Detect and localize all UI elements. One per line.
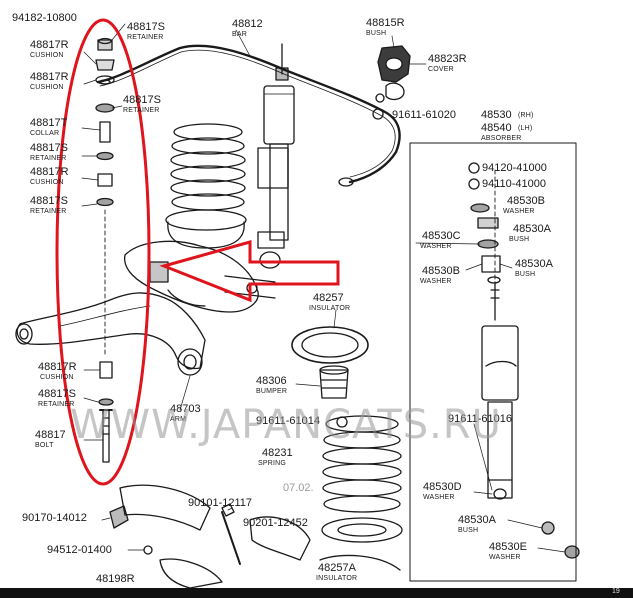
- insulator-ring: [291, 326, 369, 364]
- shock-absorber-center: [257, 43, 295, 269]
- bar-bush-bracket: [375, 45, 411, 103]
- label-90170-14012: 90170-14012: [22, 512, 87, 524]
- highlight-arrow: [159, 240, 340, 303]
- sub-48530a-1: BUSH: [509, 236, 530, 243]
- label-48530e: 48530E: [489, 541, 527, 553]
- sub-48257a: INSULATOR: [316, 575, 358, 582]
- coil-spring-upper: [165, 123, 247, 249]
- bar-end-eye: [338, 177, 354, 187]
- highlight-ellipse: [55, 18, 151, 486]
- sub-48817s-4: RETAINER: [30, 208, 67, 215]
- label-48817s-top: 48817S: [127, 21, 165, 33]
- sub-48231: SPRING: [258, 460, 287, 467]
- label-91611-61014: 91611-61014: [256, 415, 321, 427]
- label-48530d: 48530D: [423, 481, 462, 493]
- absorber-box: [409, 142, 577, 582]
- sub-rh: (RH): [518, 112, 534, 119]
- lower-arm: [15, 292, 206, 376]
- label-94110-41000: 94110-41000: [482, 178, 547, 190]
- label-48817r-2: 48817R: [30, 71, 69, 83]
- sub-48703: ARM: [170, 416, 187, 423]
- label-94512-01400: 94512-01400: [47, 544, 112, 556]
- label-48817s-5: 48817S: [38, 388, 76, 400]
- sub-48817: BOLT: [35, 442, 54, 449]
- label-94182-10800: 94182-10800: [12, 12, 77, 24]
- sub-48823r: COVER: [428, 66, 454, 73]
- label-48817s-4: 48817S: [30, 195, 68, 207]
- sub-48817s-3: RETAINER: [30, 155, 67, 162]
- sub-48530a-3: BUSH: [458, 527, 479, 534]
- sub-48817s-2: RETAINER: [123, 107, 160, 114]
- label-48823r: 48823R: [428, 53, 467, 65]
- label-48815r: 48815R: [366, 17, 405, 29]
- label-48530c: 48530C: [422, 230, 461, 242]
- label-48703: 48703: [170, 403, 201, 415]
- sub-48530b-1: WASHER: [503, 208, 535, 215]
- sub-48812: BAR: [232, 31, 247, 38]
- sub-48817s-top: RETAINER: [127, 34, 164, 41]
- label-48530a-1: 48530A: [513, 223, 551, 235]
- sub-48530e: WASHER: [489, 554, 521, 561]
- watermark-date: 07.02.: [283, 482, 314, 494]
- sub-48530a-2: BUSH: [515, 271, 536, 278]
- label-94120-41000: 94120-41000: [482, 162, 547, 174]
- watermark: WWW.JAPANCATS.RU: [70, 402, 502, 448]
- footer-page-number: 19: [612, 588, 620, 595]
- sub-48540lh: ABSORBER: [481, 135, 522, 142]
- sub-48257-1: INSULATOR: [309, 305, 351, 312]
- label-48817s-2: 48817S: [123, 94, 161, 106]
- label-48231: 48231: [262, 447, 293, 459]
- sub-48817r-3: CUSHION: [30, 179, 64, 186]
- highlight-markings: [55, 18, 340, 486]
- sub-48306: BUMPER: [256, 388, 288, 395]
- label-48817t: 48817T: [30, 117, 68, 129]
- label-48257a: 48257A: [318, 562, 356, 574]
- bumper: [319, 365, 349, 399]
- sub-48817r-1: CUSHION: [30, 52, 64, 59]
- label-48257-1: 48257: [313, 292, 344, 304]
- footer-bar: [0, 588, 633, 598]
- coil-spring-lower: [321, 415, 403, 543]
- label-91611-61016: 91611-61016: [448, 413, 513, 425]
- sub-48817r-4: CUSHION: [40, 374, 74, 381]
- label-48306: 48306: [256, 375, 287, 387]
- label-48530b-2: 48530B: [422, 265, 460, 277]
- sub-48817s-5: RETAINER: [38, 401, 75, 408]
- sub-48530d: WASHER: [423, 494, 455, 501]
- sub-48817t: COLLAR: [30, 130, 60, 137]
- label-48530a-2: 48530A: [515, 258, 553, 270]
- lower-small-parts: [109, 484, 401, 589]
- label-48817r-4: 48817R: [38, 361, 77, 373]
- label-91611-61020: 91611-61020: [392, 109, 457, 121]
- label-48540lh: 48540: [481, 122, 512, 134]
- sub-lh: (LH): [518, 125, 533, 132]
- label-48530a-3: 48530A: [458, 514, 496, 526]
- diagram-linework: [15, 19, 580, 589]
- sub-48817r-2: CUSHION: [30, 84, 64, 91]
- stabilizer-bar: [96, 44, 401, 184]
- stabilizer-link-stack: [95, 37, 115, 463]
- sub-48530b-2: WASHER: [420, 278, 452, 285]
- label-90101-12117: 90101-12117: [188, 497, 253, 509]
- label-48530b-1: 48530B: [507, 195, 545, 207]
- label-90201-12452: 90201-12452: [243, 517, 308, 529]
- label-48817s-3: 48817S: [30, 142, 68, 154]
- sub-48815r: BUSH: [366, 30, 387, 37]
- label-48817r-1: 48817R: [30, 39, 69, 51]
- sub-48530c: WASHER: [420, 243, 452, 250]
- label-48198r: 48198R: [96, 573, 135, 585]
- label-48530rh: 48530: [481, 109, 512, 121]
- label-48812: 48812: [232, 18, 263, 30]
- label-48817r-3: 48817R: [30, 166, 69, 178]
- label-48817: 48817: [35, 429, 66, 441]
